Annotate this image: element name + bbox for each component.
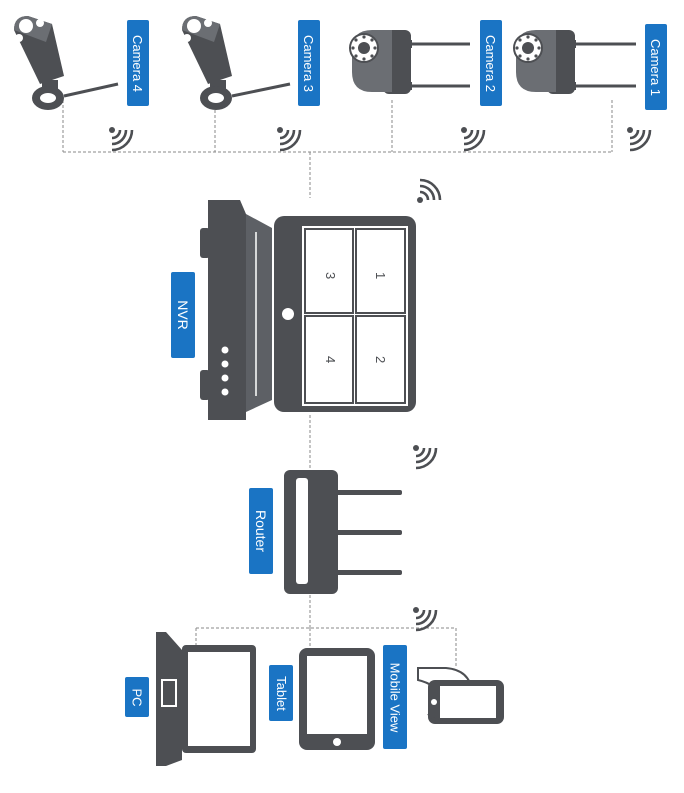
pc-monitor-icon xyxy=(156,632,256,766)
wifi-icon xyxy=(275,125,302,152)
camera-2-icon xyxy=(349,30,470,94)
nvr-channel-3: 3 xyxy=(323,272,338,279)
nvr-channel-labels: 1 2 3 4 xyxy=(323,272,388,363)
nvr-channel-1: 1 xyxy=(373,272,388,279)
camera-4-label: Camera 4 xyxy=(127,20,149,106)
nvr-device-icon xyxy=(200,200,416,420)
router-label: Router xyxy=(249,488,273,574)
wifi-icon xyxy=(415,178,442,205)
router-icon xyxy=(284,470,402,594)
nvr-channel-4: 4 xyxy=(323,356,338,363)
camera-1-icon xyxy=(513,30,636,94)
mobile-view-label: Mobile View xyxy=(383,645,407,749)
camera-3-label: Camera 3 xyxy=(298,20,320,106)
wifi-icon xyxy=(625,125,652,152)
tablet-label: Tablet xyxy=(269,665,293,721)
pc-label: PC xyxy=(125,677,149,717)
wifi-icon xyxy=(459,125,486,152)
tablet-device-icon xyxy=(299,648,375,750)
wifi-icon xyxy=(411,605,438,632)
connection-lines xyxy=(62,100,613,668)
nvr-label: NVR xyxy=(171,272,195,358)
camera-2-label: Camera 2 xyxy=(480,20,502,106)
wifi-icon xyxy=(107,125,134,152)
wifi-icon xyxy=(411,443,438,470)
camera-3-icon xyxy=(182,16,291,110)
camera-1-label: Camera 1 xyxy=(645,24,667,110)
camera-4-icon xyxy=(14,16,119,110)
nvr-channel-2: 2 xyxy=(373,356,388,363)
mobile-phone-icon xyxy=(417,667,504,724)
